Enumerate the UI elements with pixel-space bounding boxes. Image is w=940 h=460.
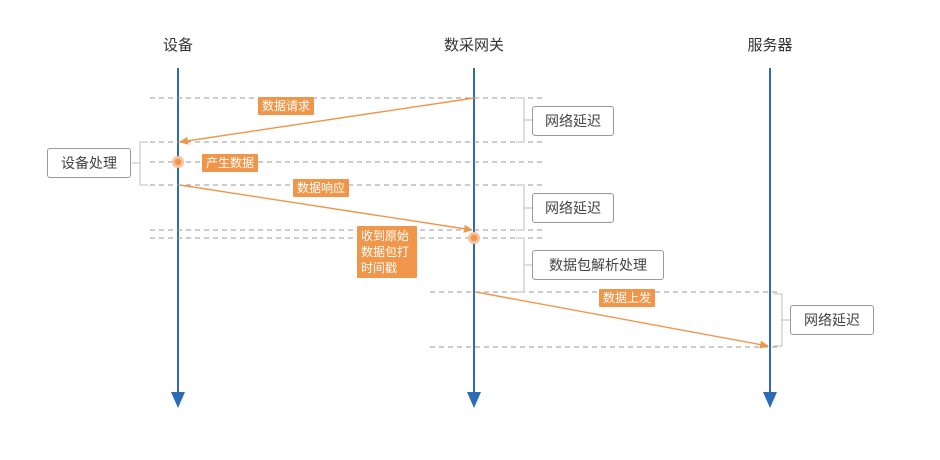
event-dot-generate xyxy=(174,158,182,166)
lifeline-server-arrowhead xyxy=(763,392,777,408)
interval-device-processing: 设备处理 xyxy=(47,148,131,178)
bracket-network-delay-2 xyxy=(516,184,532,231)
event-label-receive-timestamp: 收到原始 数据包打 时间戳 xyxy=(357,226,417,278)
arrow-data-request xyxy=(179,97,475,145)
lifeline-device xyxy=(171,68,185,408)
interval-packet-parsing: 数据包解析处理 xyxy=(532,250,664,280)
interval-network-delay-1: 网络延迟 xyxy=(532,106,614,136)
event-dot-receive xyxy=(470,234,478,242)
bracket-network-delay-3 xyxy=(774,293,790,347)
lifeline-device-arrowhead xyxy=(171,392,185,408)
participant-gateway: 数采网关 xyxy=(443,36,504,54)
dashed-guides xyxy=(150,97,780,348)
lifeline-gateway-arrowhead xyxy=(467,392,481,408)
arrow-data-response xyxy=(179,184,473,233)
participant-server: 服务器 xyxy=(747,36,793,54)
event-label-generate-data: 产生数据 xyxy=(202,154,259,172)
arrow-data-upload xyxy=(475,291,769,349)
lifeline-server xyxy=(763,68,777,408)
interval-brackets xyxy=(132,97,790,347)
interval-network-delay-2: 网络延迟 xyxy=(532,193,614,223)
bracket-network-delay-1 xyxy=(516,97,532,143)
bracket-packet-parsing xyxy=(516,237,532,293)
message-label-data-upload: 数据上发 xyxy=(599,289,656,307)
interval-network-delay-3: 网络延迟 xyxy=(790,305,874,335)
message-label-data-response: 数据响应 xyxy=(293,179,350,197)
bracket-device-processing xyxy=(132,141,148,186)
message-label-data-request: 数据请求 xyxy=(258,97,315,115)
participant-device: 设备 xyxy=(162,36,193,54)
